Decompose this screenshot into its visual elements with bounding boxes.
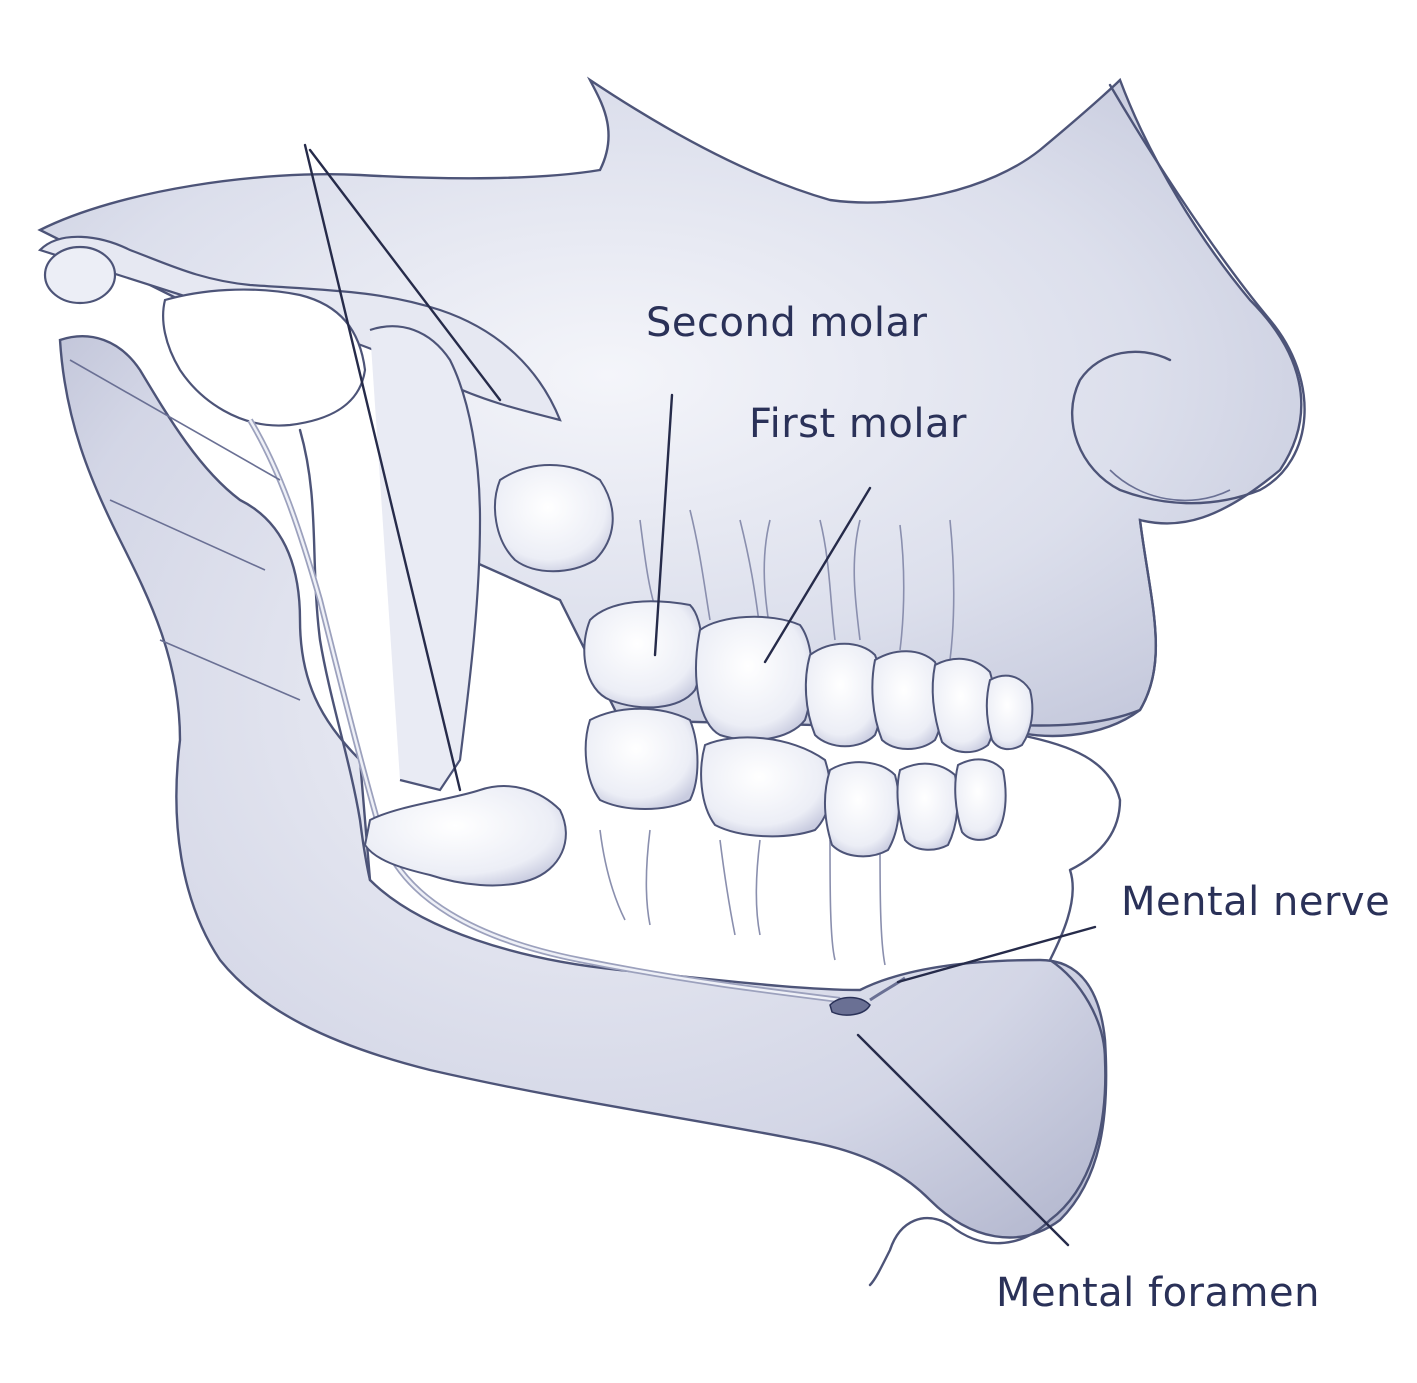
leader-mental-foramen	[856, 1033, 1070, 1247]
upper-first-molar	[695, 615, 813, 741]
label-mental-foramen: Mental foramen	[996, 1270, 1320, 1316]
coronoid-process	[369, 325, 482, 792]
leader-second-molar	[653, 393, 674, 657]
nose-outline	[1070, 83, 1306, 505]
lower-teeth	[584, 707, 1007, 858]
ramus-line-2	[109, 499, 266, 571]
ramus-edge	[298, 428, 372, 882]
ramus-line-3	[159, 639, 301, 701]
upper-third-molar	[494, 464, 614, 573]
condyle	[43, 245, 117, 305]
lower-third-molar	[363, 785, 567, 887]
leader-mental-nerve	[896, 925, 1097, 984]
ramus-line-1	[69, 359, 281, 481]
chin-outline	[868, 958, 1107, 1287]
leader-lines	[303, 143, 1097, 1247]
leader-ramus-a	[303, 143, 462, 792]
label-mental-nerve: Mental nerve	[1121, 879, 1390, 925]
upper-second-molar	[583, 600, 703, 709]
mental-foramen-opening	[829, 996, 871, 1016]
upper-teeth	[583, 600, 1034, 754]
leader-ramus-b	[308, 148, 502, 402]
leader-first-molar	[763, 486, 872, 664]
lower-roots	[599, 829, 886, 966]
nostril	[1109, 469, 1231, 502]
label-second-molar: Second molar	[646, 300, 927, 346]
label-first-molar: First molar	[749, 401, 967, 447]
sigmoid-notch	[162, 288, 367, 427]
lip-profile	[1008, 518, 1158, 962]
